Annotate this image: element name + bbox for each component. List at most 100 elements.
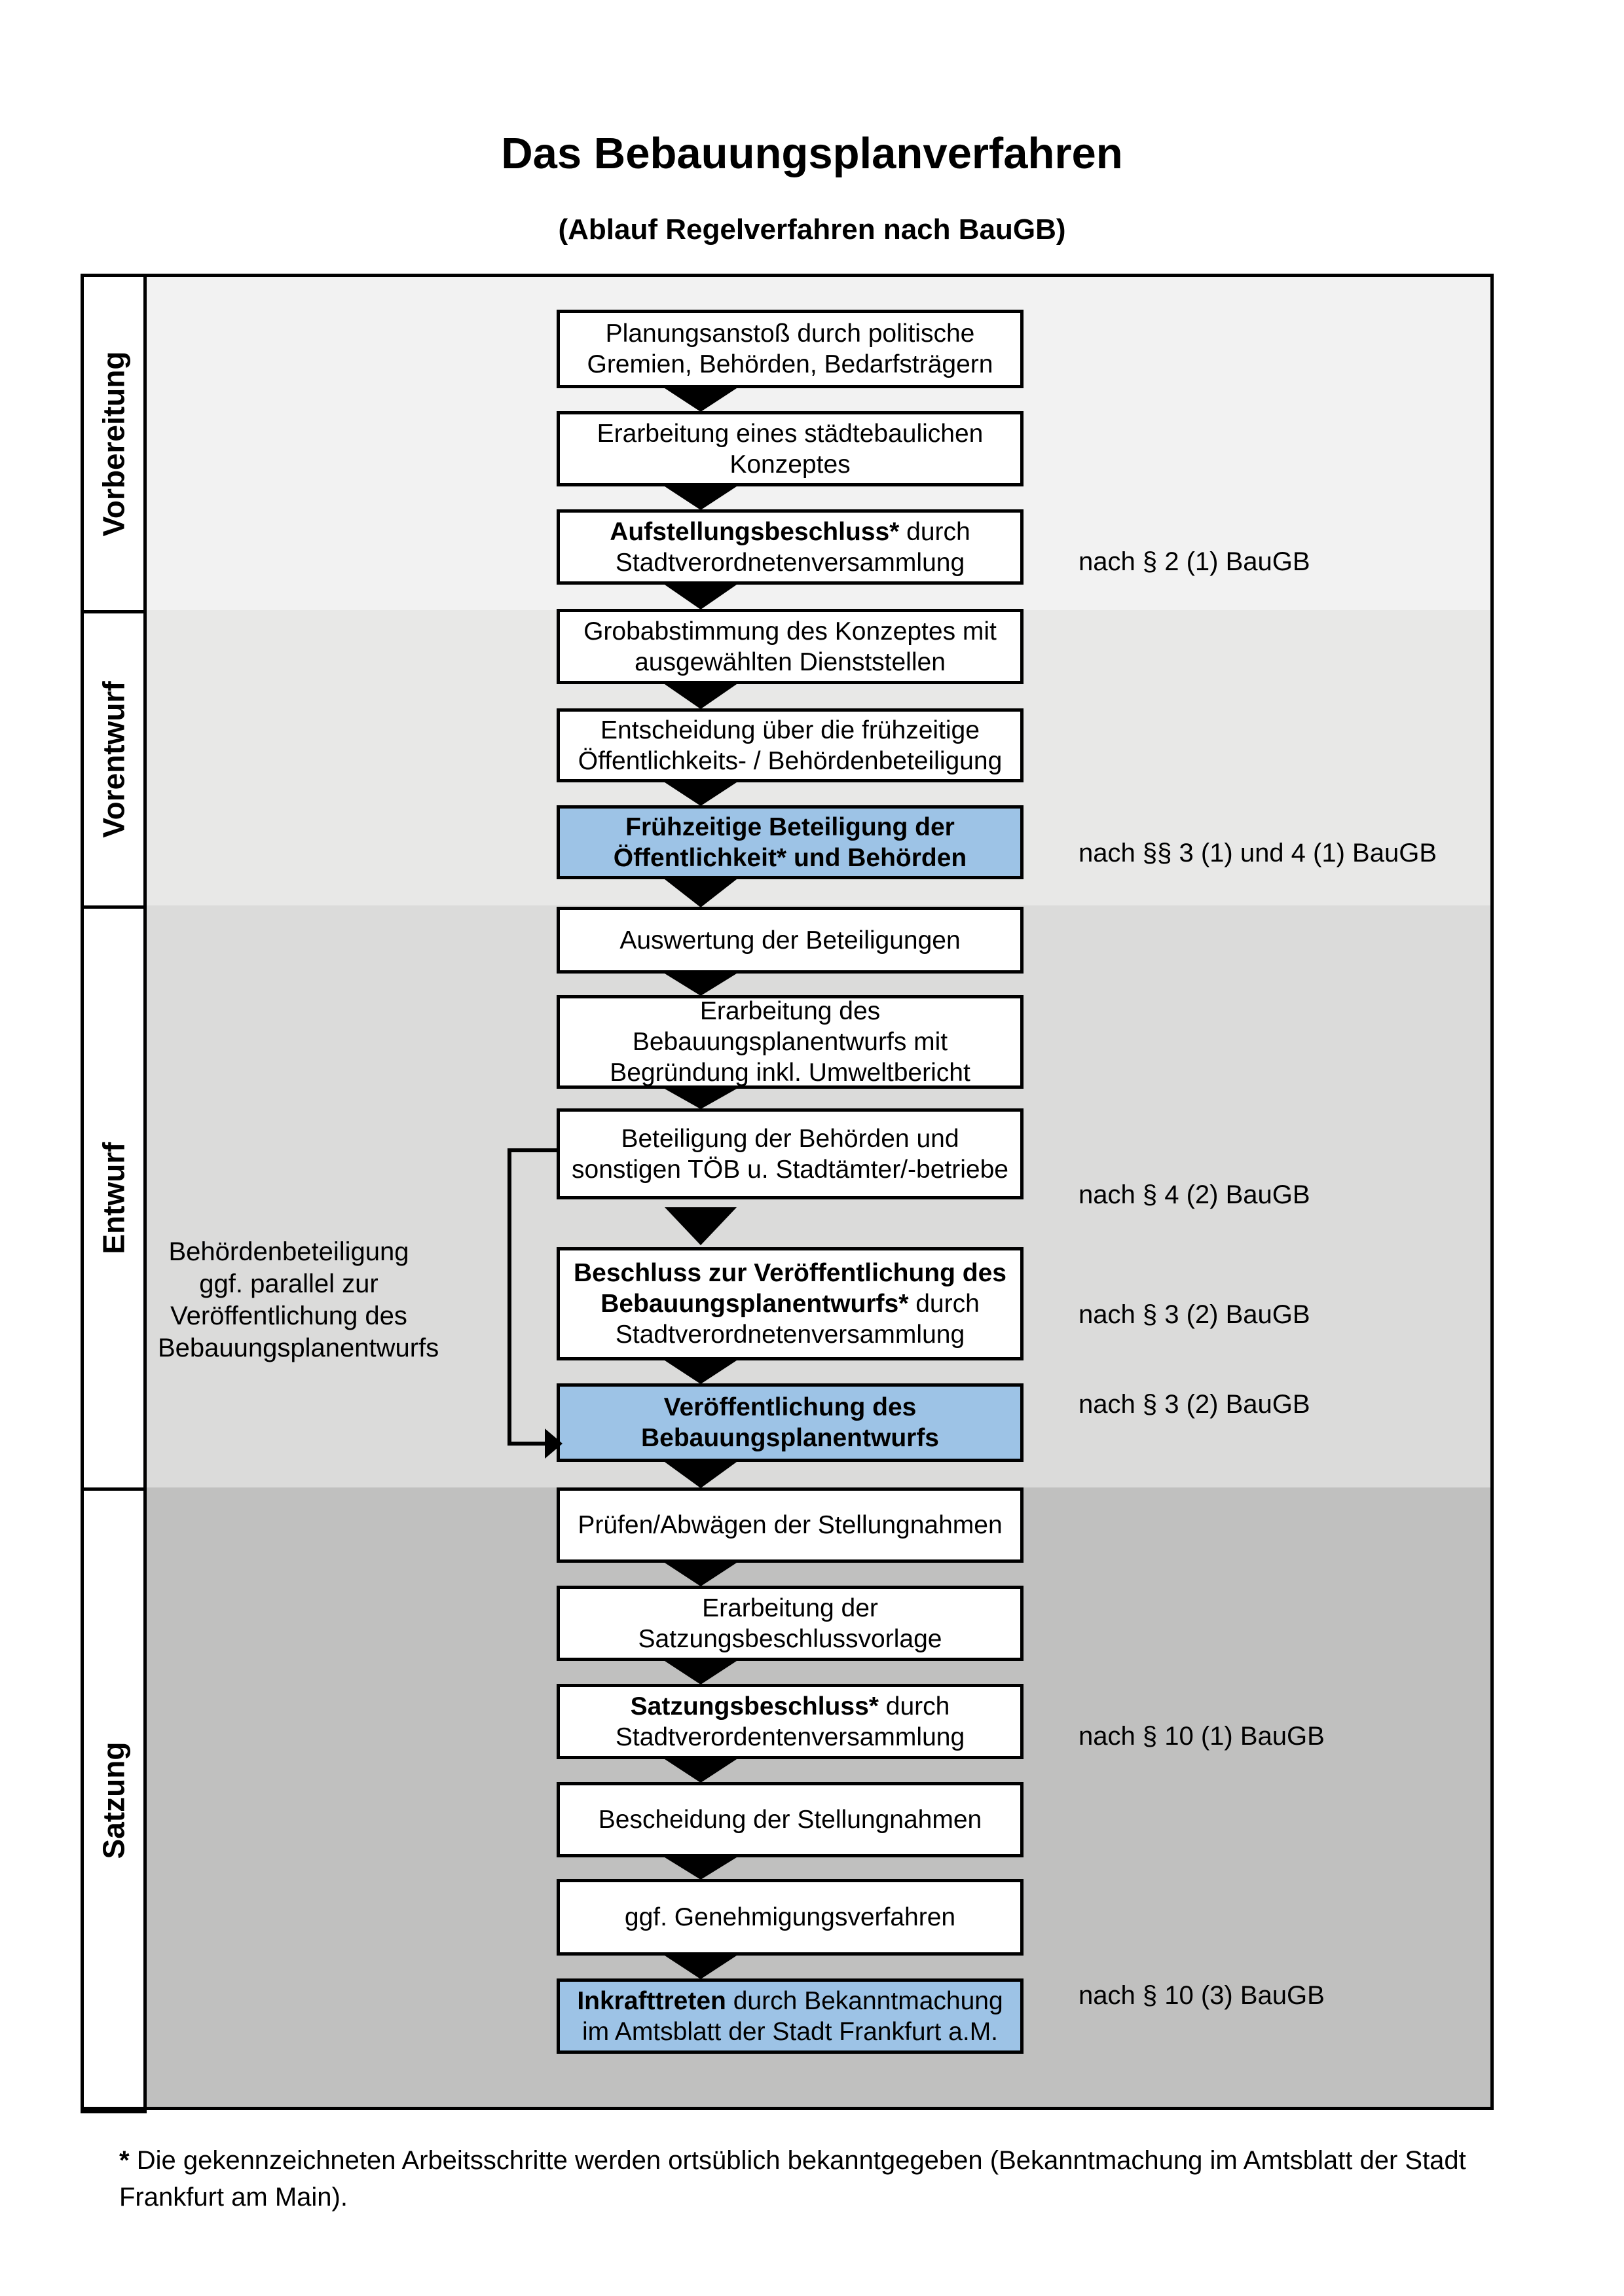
parallel-connector-vertical — [507, 1148, 511, 1446]
down-arrow-icon — [665, 1089, 737, 1109]
phase-label-cell: Vorentwurf — [81, 610, 147, 909]
flow-box-text: Bebauungsplanentwurfs — [640, 1424, 940, 1452]
flow-box-line: Öffentlichkeit* und Behörden — [614, 843, 967, 873]
flow-box-text: Grobabstimmung des Konzeptes mit — [583, 617, 997, 646]
flow-box-text: Prüfen/Abwägen der Stellungnahmen — [578, 1511, 1003, 1539]
down-arrow-icon — [665, 1563, 737, 1586]
flow-box-line: Gremien, Behörden, Bedarfsträgern — [587, 349, 993, 380]
law-reference: nach § 3 (2) BauGB — [1079, 1390, 1310, 1419]
flow-box-text: Bescheidung der Stellungnahmen — [598, 1806, 982, 1834]
flow-box-line: im Amtsblatt der Stadt Frankfurt a.M. — [582, 2016, 998, 2047]
phase-label-cell: Entwurf — [81, 905, 147, 1491]
flow-box-line: Satzungsbeschluss* durch — [631, 1691, 950, 1722]
phase-label: Vorbereitung — [96, 351, 131, 536]
flow-box-line: Begründung inkl. Umweltbericht — [610, 1057, 970, 1088]
phase-label: Vorentwurf — [96, 681, 131, 838]
flow-box-text: sonstigen TÖB u. Stadtämter/-betriebe — [572, 1155, 1008, 1184]
flow-box-text: Frühzeitige Beteiligung der — [625, 812, 955, 841]
phase-label-cell: Satzung — [81, 1487, 147, 2113]
flow-box-line: Veröffentlichung des — [664, 1392, 917, 1423]
flow-box-line: Auswertung der Beteiligungen — [619, 925, 960, 956]
flow-box-line: ausgewählten Dienststellen — [635, 647, 946, 678]
flow-box-line: Stadtverordnetenversammlung — [616, 547, 965, 578]
footnote-text: Die gekennzeichneten Arbeitsschritte wer… — [119, 2146, 1466, 2212]
down-arrow-icon — [665, 388, 737, 412]
flow-box-text: Stadtverordentenversammlung — [615, 1722, 965, 1751]
flow-box-text: durch — [878, 1692, 950, 1721]
flow-box-text: Auswertung der Beteiligungen — [619, 926, 961, 955]
flow-box-text: Erarbeitung der — [702, 1594, 878, 1622]
flow-box-line: Inkrafttreten durch Bekanntmachung — [577, 1986, 1003, 2016]
flow-box-text: durch — [908, 1290, 980, 1318]
flow-box-line: Erarbeitung der — [702, 1593, 878, 1624]
down-arrow-icon — [665, 486, 737, 510]
law-reference: nach § 2 (1) BauGB — [1079, 547, 1310, 576]
flow-box-line: Grobabstimmung des Konzeptes mit — [583, 616, 997, 647]
down-arrow-icon — [665, 1661, 737, 1685]
flow-box-line: Erarbeitung des — [700, 996, 880, 1027]
flow-box-text: Satzungsbeschluss* — [630, 1692, 879, 1721]
flow-box-line: Planungsanstoß durch politische — [606, 318, 975, 349]
flow-box-text: Stadtverordnetenversammlung — [615, 1321, 965, 1349]
law-reference: nach § 10 (3) BauGB — [1079, 1981, 1325, 2010]
down-arrow-icon — [665, 1207, 737, 1245]
flow-box-text: Satzungsbeschlussvorlage — [638, 1624, 942, 1653]
flow-box-text: ggf. Genehmigungsverfahren — [624, 1903, 956, 1931]
flow-box-text: Bebauungsplanentwurfs mit — [632, 1028, 948, 1056]
parallel-note: Behördenbeteiligung ggf. parallel zur Ve… — [158, 1237, 439, 1362]
law-reference: nach § 4 (2) BauGB — [1079, 1180, 1310, 1209]
flow-box-line: Frühzeitige Beteiligung der — [625, 812, 955, 843]
down-arrow-icon — [665, 974, 737, 996]
law-reference: nach §§ 3 (1) und 4 (1) BauGB — [1079, 839, 1437, 867]
down-arrow-icon — [665, 1462, 737, 1488]
right-arrow-icon — [545, 1429, 563, 1459]
flow-box-line: Prüfen/Abwägen der Stellungnahmen — [578, 1510, 1002, 1540]
down-arrow-icon — [665, 1759, 737, 1783]
flow-box-line: Stadtverordentenversammlung — [616, 1722, 965, 1753]
phase-label: Entwurf — [96, 1142, 131, 1254]
flow-box-text: durch Bekanntmachung — [726, 1986, 1003, 2015]
flow-box-text: Öffentlichkeits- / Behördenbeteiligung — [578, 746, 1003, 775]
flow-box-line: Erarbeitung eines städtebaulichen — [597, 418, 984, 449]
flow-box-line: Stadtverordnetenversammlung — [616, 1319, 965, 1350]
flow-box-text: Beteiligung der Behörden und — [621, 1124, 959, 1153]
flow-box-line: ggf. Genehmigungsverfahren — [625, 1902, 955, 1933]
footnote: * Die gekennzeichneten Arbeitsschritte w… — [119, 2142, 1500, 2215]
flow-box: Bescheidung der Stellungnahmen — [557, 1782, 1024, 1857]
flow-box-line: Aufstellungsbeschluss* durch — [610, 517, 970, 547]
flow-box-line: Bebauungsplanentwurfs mit — [633, 1027, 948, 1057]
flow-box-text: Entscheidung über die frühzeitige — [600, 716, 980, 744]
flow-box-text: ausgewählten Dienststellen — [635, 647, 946, 676]
flow-box-text: im Amtsblatt der Stadt Frankfurt a.M. — [581, 2017, 999, 2046]
flow-box-line: Entscheidung über die frühzeitige — [600, 715, 980, 746]
flow-box-text: Erarbeitung des — [699, 997, 881, 1025]
footnote-marker: * — [119, 2146, 130, 2175]
flow-box-text: Planungsanstoß durch politische — [605, 319, 975, 348]
flow-box-text: durch — [899, 517, 970, 546]
flow-box-text: Stadtverordnetenversammlung — [615, 548, 965, 577]
down-arrow-icon — [665, 585, 737, 610]
page-title: Das Bebauungsplanverfahren — [501, 129, 1123, 178]
down-arrow-icon — [665, 1956, 737, 1979]
flow-box-text: Beschluss zur Veröffentlichung des — [574, 1259, 1006, 1287]
flow-box-line: Öffentlichkeits- / Behördenbeteiligung — [578, 746, 1003, 776]
page-subtitle: (Ablauf Regelverfahren nach BauGB) — [558, 213, 1066, 246]
flow-box-text: Gremien, Behörden, Bedarfsträgern — [587, 350, 993, 378]
parallel-connector-stub — [509, 1148, 558, 1152]
flow-box-text: Begründung inkl. Umweltbericht — [610, 1059, 970, 1087]
law-reference: nach § 3 (2) BauGB — [1079, 1300, 1310, 1329]
flow-box-text: Bebauungsplanentwurfs* — [600, 1290, 909, 1318]
flow-box-line: Bebauungsplanentwurfs — [641, 1423, 939, 1453]
flow-box-line: sonstigen TÖB u. Stadtämter/-betriebe — [572, 1154, 1008, 1185]
phase-label: Satzung — [96, 1741, 131, 1859]
